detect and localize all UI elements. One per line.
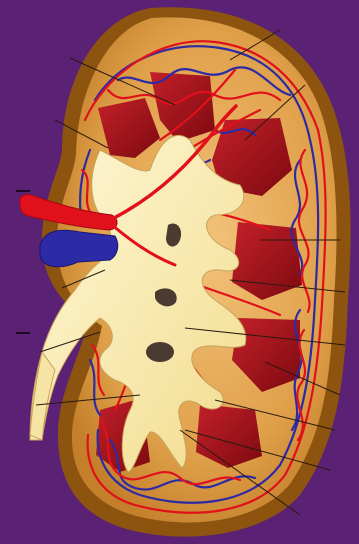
margin-tick: [16, 190, 30, 192]
margin-tick: [16, 332, 30, 334]
